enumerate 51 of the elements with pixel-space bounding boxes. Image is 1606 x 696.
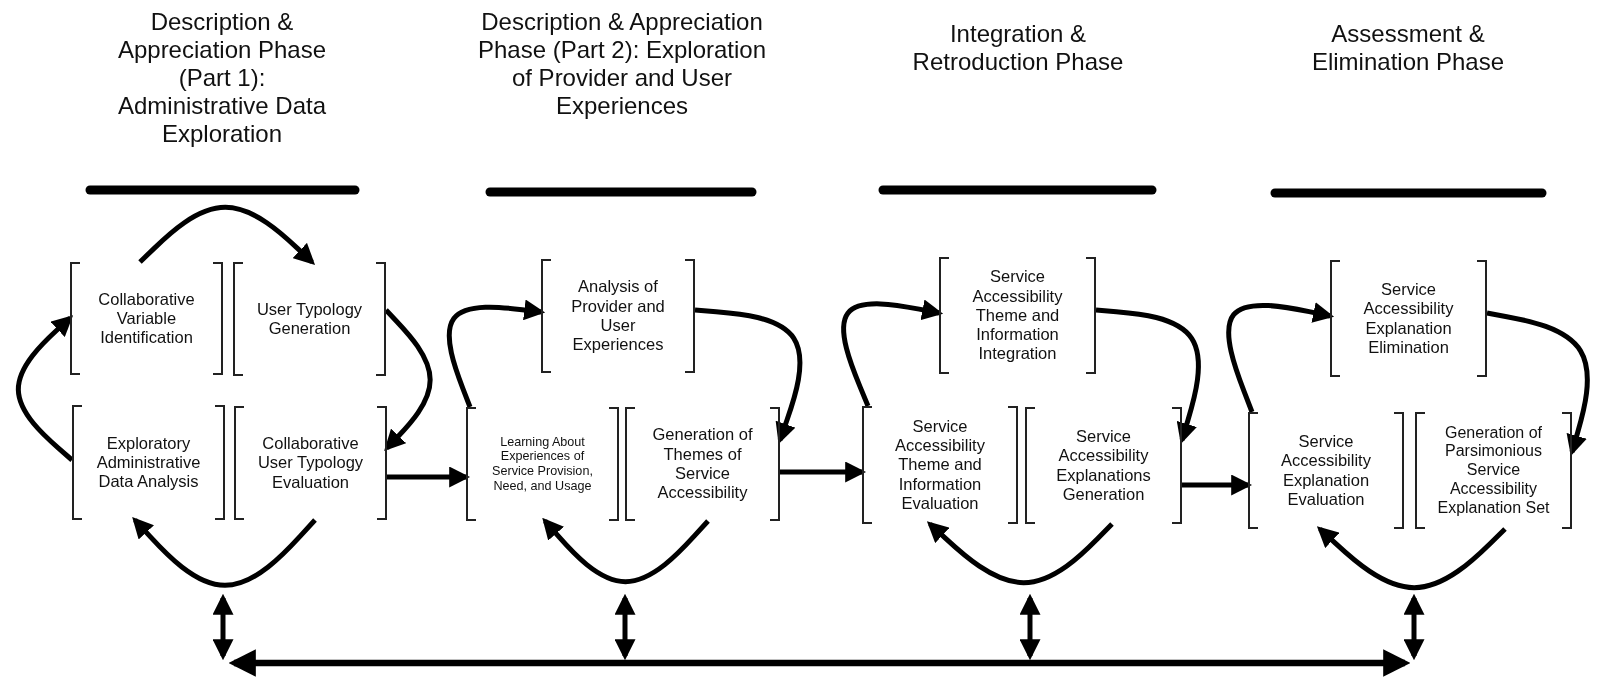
- bracketed-step: [70, 262, 223, 375]
- curved-arrow: [542, 517, 710, 585]
- bracketed-step: [72, 405, 225, 520]
- phase-heading: Description & Appreciation Phase (Part 2): Exploration of Provider and User Experiences: [477, 8, 767, 121]
- step-label: Learning About Experiences of Service Provision, Need, and Usage: [491, 434, 594, 494]
- curved-arrow: [1182, 474, 1253, 496]
- step-label: Service Accessibility Theme and Information Integration: [971, 267, 1064, 364]
- step-label: Service Accessibility Explanation Elimination: [1362, 279, 1455, 358]
- step-label: Collaborative Variable Identification: [97, 289, 196, 348]
- double-arrow-timeline: [228, 649, 1411, 677]
- step-label: Service Accessibility Explanation Evaluation: [1280, 431, 1372, 510]
- double-arrow: [1403, 593, 1425, 661]
- bracketed-step: [939, 257, 1096, 374]
- bracketed-step: [1248, 412, 1404, 529]
- curved-arrow: [694, 307, 803, 444]
- curved-arrow: [15, 315, 74, 462]
- curved-arrow: [132, 516, 317, 588]
- bracketed-step: [625, 407, 780, 521]
- phase-heading: Integration & Retroduction Phase: [911, 20, 1125, 77]
- step-label: Exploratory Administrative Data Analysis: [95, 433, 202, 492]
- curved-arrow: [387, 466, 471, 488]
- curved-arrow: [841, 299, 944, 407]
- step-label: Service Accessibility Theme and Information Evaluation: [894, 416, 986, 514]
- double-arrow: [212, 593, 234, 661]
- step-label: Generation of Parsimonious Service Accessibility Explanation Set: [1436, 423, 1551, 518]
- step-label: Analysis of Provider and User Experiences: [570, 277, 666, 355]
- curved-arrow: [384, 308, 433, 452]
- curved-arrow: [138, 204, 316, 265]
- bracketed-step: [466, 407, 619, 521]
- phase-heading: Description & Appreciation Phase (Part 1): Administrative Data Exploration: [116, 8, 328, 149]
- bracketed-step: [1415, 412, 1572, 529]
- curved-arrow: [1095, 307, 1201, 444]
- step-label: Service Accessibility Explanations Generation: [1055, 426, 1152, 505]
- double-arrow: [614, 593, 636, 661]
- phase-heading: Assessment & Elimination Phase: [1310, 20, 1506, 77]
- curved-arrow: [926, 521, 1114, 586]
- curved-arrow: [1316, 526, 1507, 591]
- double-arrow: [1019, 593, 1041, 661]
- curved-arrow: [1226, 302, 1335, 413]
- step-label: Generation of Themes of Service Accessibility: [651, 425, 754, 503]
- bracketed-step: [1330, 260, 1487, 377]
- bracketed-step: [1025, 407, 1182, 524]
- curved-arrow: [1486, 310, 1590, 457]
- bracketed-step: [862, 406, 1018, 524]
- step-label: User Typology Generation: [255, 299, 364, 339]
- curved-arrow: [780, 461, 867, 483]
- step-label: Collaborative User Typology Evaluation: [256, 434, 365, 492]
- bracketed-step: [541, 259, 695, 373]
- bracketed-step: [233, 262, 386, 376]
- bracketed-step: [234, 406, 387, 520]
- curved-arrow: [446, 299, 546, 408]
